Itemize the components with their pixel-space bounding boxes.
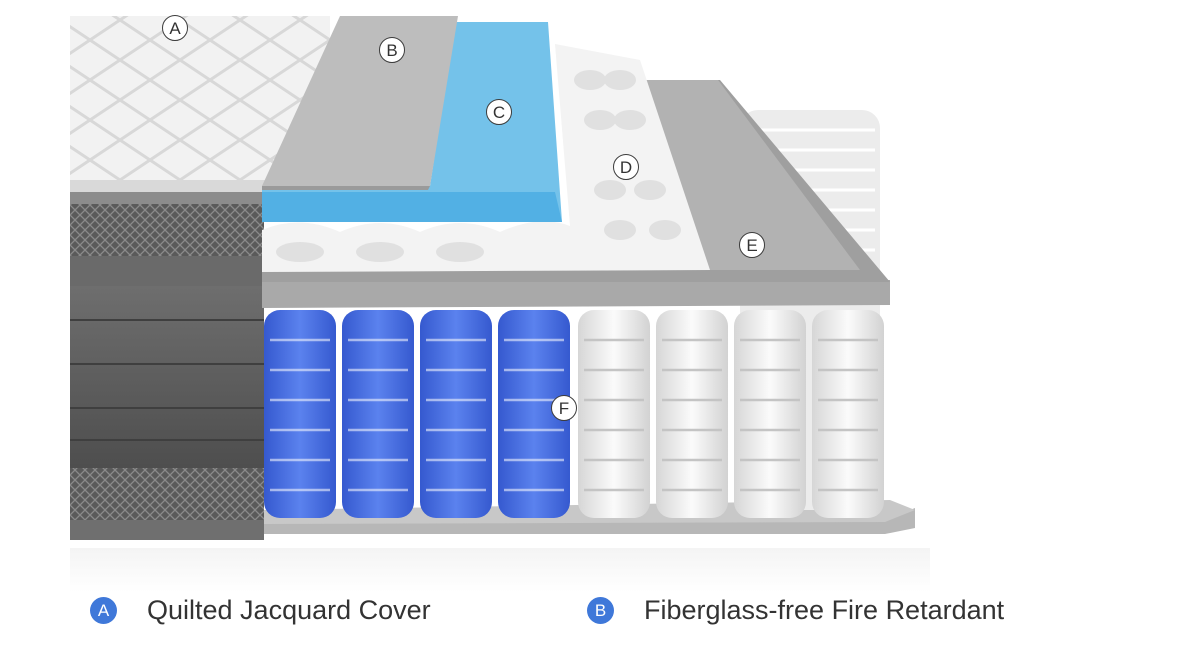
egg-crate-layer xyxy=(262,44,710,272)
legend-item-a: A Quilted Jacquard Cover xyxy=(90,592,431,628)
coil-blue-1 xyxy=(264,310,336,518)
coil-white-2 xyxy=(656,310,728,518)
legend-item-b: B Fiberglass-free Fire Retardant xyxy=(587,592,1004,628)
legend-label-b: Fiberglass-free Fire Retardant xyxy=(644,594,1005,625)
coil-blue-2 xyxy=(342,310,414,518)
floor-reflection xyxy=(70,548,930,592)
marker-e: E xyxy=(739,232,765,258)
coil-white-4 xyxy=(812,310,884,518)
legend-badge-b: B xyxy=(587,596,614,624)
coil-white-1 xyxy=(578,310,650,518)
legend-badge-a: A xyxy=(90,596,117,624)
gel-foam-layer xyxy=(262,22,562,222)
marker-a: A xyxy=(162,15,188,41)
mattress-side-fabric xyxy=(70,16,330,540)
marker-c: C xyxy=(486,99,512,125)
legend-label-a: Quilted Jacquard Cover xyxy=(147,594,431,625)
support-foam-layer xyxy=(262,280,890,308)
pocket-coils xyxy=(264,310,884,518)
marker-d: D xyxy=(613,154,639,180)
marker-b: B xyxy=(379,37,405,63)
fire-retardant-layer xyxy=(262,16,458,186)
coil-blue-3 xyxy=(420,310,492,518)
coil-blue-4 xyxy=(498,310,570,518)
coil-white-3 xyxy=(734,310,806,518)
marker-f: F xyxy=(551,395,577,421)
